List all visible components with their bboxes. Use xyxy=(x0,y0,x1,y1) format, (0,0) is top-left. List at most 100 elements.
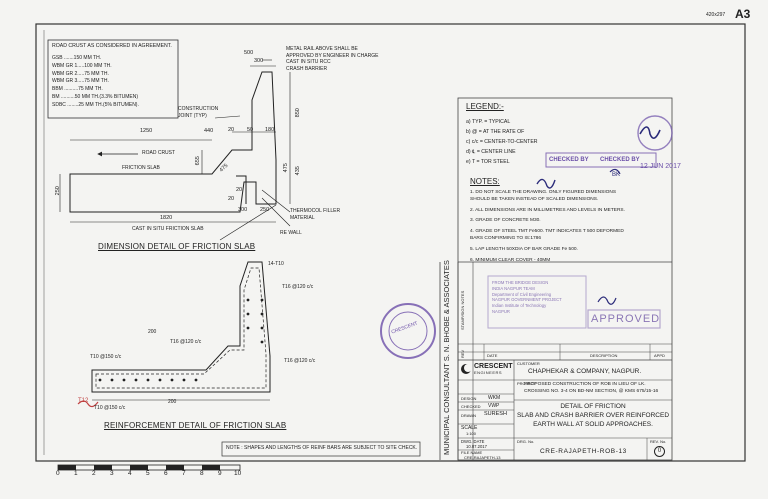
notes-list: 1. DO NOT SCALE THE DRAWING. ONLY FIGURE… xyxy=(470,190,660,264)
date-label: DWG. DATE xyxy=(461,439,485,444)
project-label: PROJECT xyxy=(517,381,536,386)
dim-label: 435 xyxy=(294,166,301,176)
rebar-label: 200 xyxy=(148,329,157,335)
file-name-label: FILE NAME xyxy=(461,450,483,455)
stamp-date: 12 JUN 2017 xyxy=(640,163,681,170)
project-text: PROPOSED CONSTRUCTION OF ROB IN LIEU OF … xyxy=(524,382,659,394)
scale-label: SCALE xyxy=(461,425,478,431)
rebar-label: 14-T10 xyxy=(268,261,284,267)
crust-item: WBM GR 1.....100 MM TH. xyxy=(52,62,112,69)
stamp-sign-label: STAMP/SIGN NOTES xyxy=(460,290,465,330)
rebar-label: T10 @150 c/c xyxy=(90,354,122,360)
dim-label: 1250 xyxy=(140,128,153,134)
note-item: BARS CONFIRMING TO IS:1786 xyxy=(470,235,541,241)
note-item: 2. ALL DIMENSIONS ARE IN MILLIMETRES AND… xyxy=(470,207,625,213)
rebar-label: T16 @120 c/c xyxy=(284,358,316,364)
crust-title: ROAD CRUST AS CONSIDERED IN AGREEMENT. xyxy=(52,43,172,49)
dim-label: 300 xyxy=(238,207,248,213)
rebar-note: NOTE : SHAPES AND LENGTHS OF REINF BARS … xyxy=(226,445,418,451)
dim-label: 250 xyxy=(260,207,270,213)
crust-item: GSB .......150 MM TH. xyxy=(52,55,102,61)
legend-item: d) ℄ = CENTER LINE xyxy=(466,149,516,155)
dimension-detail-title: DIMENSION DETAIL OF FRICTION SLAB xyxy=(98,242,256,251)
note-item: 4. GRADE OF STEEL TMT Fe500. TMT INDICAT… xyxy=(470,229,624,235)
crust-item: BBM ..........75 MM TH. xyxy=(52,86,103,93)
dim-label: 20 xyxy=(228,127,235,133)
legend-item: e) T = TOR STEEL xyxy=(466,159,510,165)
rev-label: REV xyxy=(460,349,465,358)
callout-road-crust: ROAD CRUST xyxy=(142,150,176,156)
date-value: 10.07.2017 xyxy=(466,444,487,449)
dim-label: 1820 xyxy=(160,215,173,221)
notes-title: NOTES: xyxy=(470,177,500,186)
dim-label: 20 xyxy=(236,187,243,193)
rebar-label: T12 xyxy=(78,398,89,404)
checked-by-stamp: CHECKED BY xyxy=(549,157,589,163)
scale-value: 1:100 xyxy=(466,431,477,436)
callout-cast-in-situ: CAST IN SITU FRICTION SLAB xyxy=(132,226,204,232)
rebar-label: T16 @120 c/c xyxy=(170,339,202,345)
legend-list: a) TYP. = TYPICAL b) @ = AT THE RATE OF … xyxy=(466,117,538,167)
dim-label: 850 xyxy=(294,108,301,118)
dim-label: 180 xyxy=(265,127,275,133)
checked-value: VWP xyxy=(488,403,500,409)
file-name-value: CRE-RAJAPETH-13 xyxy=(464,455,501,460)
dim-label: 655 xyxy=(194,156,201,166)
note-item: 6. MINIMUM CLEAR COVER - 40MM xyxy=(470,257,551,263)
callout-friction-slab: FRICTION SLAB xyxy=(122,165,160,171)
drawn-value: SURESH xyxy=(484,411,507,417)
rebar-label: 200 xyxy=(168,399,177,405)
drawn-label: DRAWN xyxy=(461,413,476,418)
approved-stamp: APPROVED xyxy=(591,313,661,325)
callout-construction-joint: CONSTRUCTION JOINT (TYP) xyxy=(178,106,219,119)
callout-thermocol: THERMOCOL FILLER MATERIAL xyxy=(290,208,341,221)
dim-label: 20 xyxy=(228,196,235,202)
legend-item: b) @ = AT THE RATE OF xyxy=(466,129,525,135)
rebar-label: T16 @120 c/c xyxy=(282,284,314,290)
note-item: 3. GRADE OF CONCRETE M30. xyxy=(470,218,541,224)
rev-col-description: DESCRIPTION xyxy=(590,353,618,358)
crust-item: SDBC ........25 MM TH.(5% BITUMEN). xyxy=(52,101,139,108)
company-subtitle: ENGINEERS xyxy=(474,370,503,375)
legend-item: c) c/c = CENTER-TO-CENTER xyxy=(466,139,538,145)
checked-label: CHECKED xyxy=(461,404,481,409)
sheet-size: A3 xyxy=(735,7,751,21)
stamp-initials: BK xyxy=(612,172,621,178)
rev-col-appd: APPD xyxy=(654,353,665,358)
stamp-block-text: FROM THE BRIDGE DESIGN INDIA NAGPUR TEAM… xyxy=(492,280,562,314)
dim-label: 500 xyxy=(244,50,254,56)
legend-title: LEGEND:- xyxy=(466,102,504,111)
dim-label: 300 xyxy=(254,58,264,64)
design-value: WKM xyxy=(488,395,501,401)
dim-label: 475 xyxy=(282,163,289,173)
dim-label: 250 xyxy=(54,186,61,196)
dim-label: 440 xyxy=(204,128,214,134)
sheet-code: 420x297 xyxy=(706,12,726,18)
reinforcement-detail-title: REINFORCEMENT DETAIL OF FRICTION SLAB xyxy=(104,421,287,430)
callout-re-wall: RE WALL xyxy=(280,230,302,236)
design-label: DESIGN xyxy=(461,396,477,401)
rebar-label: T10 @150 c/c xyxy=(94,405,126,411)
drg-no-value: CRE-RAJAPETH-ROB-13 xyxy=(540,448,627,455)
checked-by-stamp-2: CHECKED BY xyxy=(600,157,640,163)
legend-item: a) TYP. = TYPICAL xyxy=(466,119,511,125)
rev-no-label: REV. No. xyxy=(650,439,667,444)
consultant-label: MUNICIPAL CONSULTANT S. N. BHOBE & ASSOC… xyxy=(442,260,451,455)
drg-no-label: DRG. No. xyxy=(517,439,535,444)
note-item: 1. DO NOT SCALE THE DRAWING. ONLY FIGURE… xyxy=(470,190,617,195)
drawing-title: DETAIL OF FRICTION SLAB AND CRASH BARRIE… xyxy=(516,403,670,428)
rev-col-date: DATE xyxy=(487,353,498,358)
customer-name: CHAPHEKAR & COMPANY, NAGPUR. xyxy=(528,368,642,375)
rev-no-circle: 0 xyxy=(654,446,665,457)
company-name: CRESCENT xyxy=(474,363,513,370)
callout-metal-rail: METAL RAIL ABOVE SHALL BE APPROVED BY EN… xyxy=(286,46,379,72)
rev-no-value: 0 xyxy=(657,448,662,454)
crust-item: WBM GR 2.....75 MM TH. xyxy=(52,70,109,77)
crust-list: GSB .......150 MM TH. WBM GR 1.....100 M… xyxy=(52,55,139,110)
note-item: SHOULD BE TAKEN INSTEAD OF SCALED DIMENS… xyxy=(470,196,599,202)
note-item: 5. LAP LENGTH 50XDIA OF BAR GRADE Fe 500… xyxy=(470,246,578,252)
dim-label: 50 xyxy=(247,127,254,133)
customer-label: CUSTOMER xyxy=(517,361,540,366)
